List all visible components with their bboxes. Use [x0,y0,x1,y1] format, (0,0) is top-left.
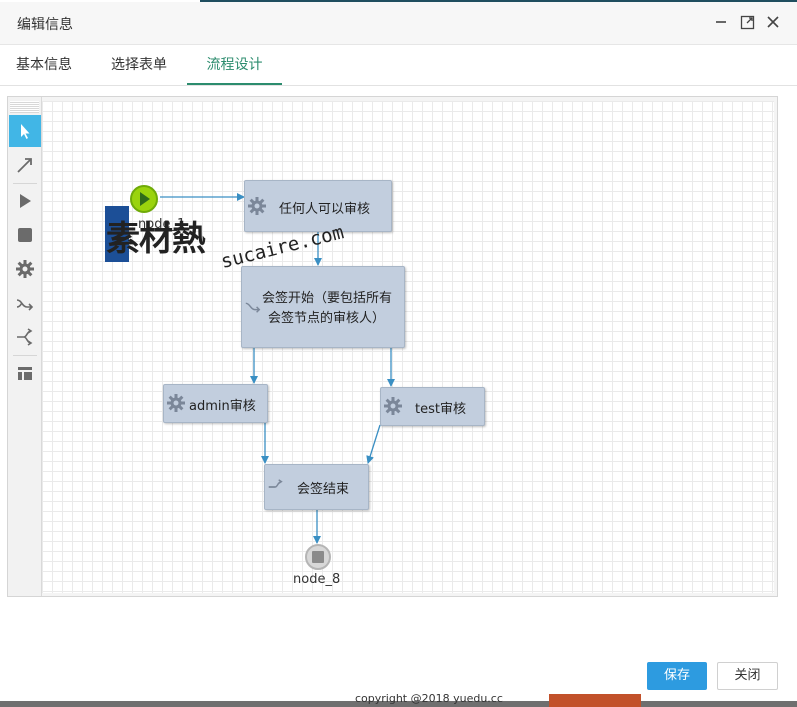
node-label-line1: 会签开始（要包括所有 [262,291,393,306]
maximize-icon[interactable] [739,15,755,31]
end-node-icon[interactable] [9,219,41,251]
close-icon[interactable] [765,15,781,31]
end-node[interactable] [305,544,331,570]
select-pointer-icon[interactable] [9,115,41,147]
task-node-any-review[interactable]: 任何人可以审核 [244,180,392,232]
fork-node-icon[interactable] [9,287,41,319]
flow-designer: node_1 任何人可以审核 会签开始（要包括所有 会签节点的审核人） admi… [7,96,778,597]
start-node-caption: node_1 [138,217,186,232]
connector-line-icon[interactable] [9,149,41,181]
minimize-icon[interactable] [713,15,729,31]
fork-icon [244,297,262,319]
gear-icon [166,393,186,417]
top-accent-line [200,0,797,2]
countersign-end-node[interactable]: 会签结束 [264,464,369,510]
task-node-icon[interactable] [9,253,41,285]
tab-flow-design[interactable]: 流程设计 [187,45,282,85]
watermark-logo-icon [105,206,129,262]
node-label-line2: 会签节点的审核人） [268,311,386,326]
save-button[interactable]: 保存 [647,662,707,690]
watermark-text: 素材熱 [106,219,206,259]
node-label: test审核 [415,402,466,417]
stop-icon [312,551,324,563]
toolbar-grip[interactable] [10,101,39,113]
footer-badge [549,694,641,707]
close-button[interactable]: 关闭 [717,662,778,690]
task-node-admin-review[interactable]: admin审核 [163,384,268,423]
toolbar-divider [13,355,37,356]
node-label: 任何人可以审核 [279,202,371,217]
tab-bar: 基本信息 选择表单 流程设计 [0,45,797,86]
node-label: admin审核 [189,399,256,414]
tab-basic-info[interactable]: 基本信息 [16,57,72,73]
page-footer-strip [0,701,797,707]
gear-icon [383,396,403,420]
tab-select-form[interactable]: 选择表单 [111,57,167,73]
layout-icon[interactable] [9,357,41,389]
start-node-icon[interactable] [9,185,41,217]
node-label: 会签结束 [297,482,350,497]
dialog-titlebar: 编辑信息 [0,2,797,45]
toolbar-divider [13,183,37,184]
end-node-caption: node_8 [293,572,341,587]
countersign-start-node[interactable]: 会签开始（要包括所有 会签节点的审核人） [241,266,405,348]
flow-canvas[interactable]: node_1 任何人可以审核 会签开始（要包括所有 会签节点的审核人） admi… [42,101,774,593]
connector-lines [160,193,395,544]
start-node[interactable] [130,185,158,213]
task-node-test-review[interactable]: test审核 [380,387,485,426]
join-node-icon[interactable] [9,321,41,353]
gear-icon [247,196,267,220]
join-icon [267,478,285,500]
dialog-title: 编辑信息 [17,17,73,33]
footer-copyright: copyright @2018 yuedu.cc [355,692,503,705]
designer-toolbar [8,97,42,596]
